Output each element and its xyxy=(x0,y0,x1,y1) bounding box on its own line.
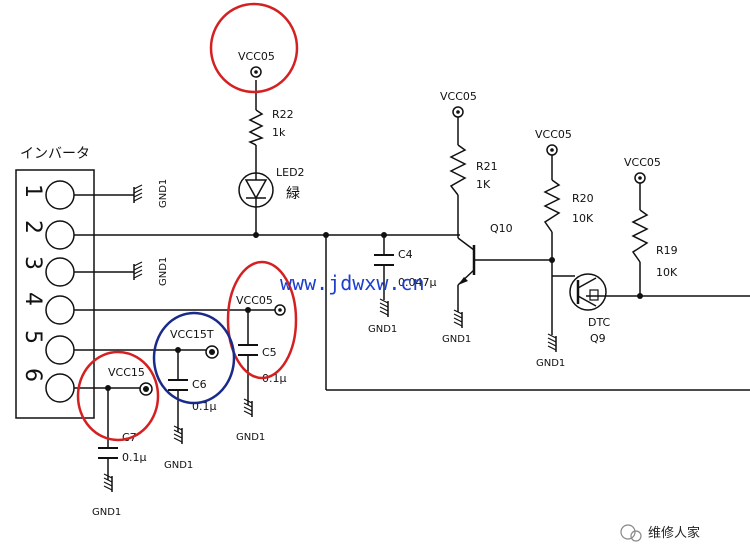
connector-pin-5: 5 xyxy=(20,330,75,365)
vcc15t-terminal: VCC15T xyxy=(170,328,219,359)
svg-text:1k: 1k xyxy=(272,126,286,139)
capacitor-c4: C4 0.047μ xyxy=(374,248,437,289)
wires xyxy=(74,80,750,448)
svg-text:GND1: GND1 xyxy=(158,257,169,286)
capacitor-c6: C6 0.1μ xyxy=(168,378,217,432)
vcc05-terminal-r21: VCC05 xyxy=(440,90,477,118)
svg-text:6: 6 xyxy=(20,368,45,382)
svg-text:VCC05: VCC05 xyxy=(535,128,572,141)
svg-text:C6: C6 xyxy=(192,378,207,391)
svg-text:3: 3 xyxy=(20,256,45,270)
svg-text:1: 1 xyxy=(20,184,45,198)
svg-text:C4: C4 xyxy=(398,248,413,261)
vcc05-terminal-r19: VCC05 xyxy=(624,156,661,184)
svg-text:DTC: DTC xyxy=(588,316,611,329)
resistor-r19: R19 10K xyxy=(631,209,678,279)
vcc05-terminal-r20: VCC05 xyxy=(535,128,572,156)
resistor-r20: R20 10K xyxy=(543,179,594,233)
svg-text:Q9: Q9 xyxy=(590,332,606,345)
svg-text:GND1: GND1 xyxy=(536,358,565,369)
connector-pin-2: 2 xyxy=(20,220,75,250)
svg-text:10K: 10K xyxy=(572,212,594,225)
svg-text:GND1: GND1 xyxy=(368,324,397,335)
svg-text:LED2: LED2 xyxy=(276,166,305,179)
inverter-connector: インバータ 1 2 3 4 5 6 xyxy=(15,146,95,419)
svg-text:R20: R20 xyxy=(572,192,594,205)
svg-text:VCC05: VCC05 xyxy=(236,294,273,307)
svg-text:C5: C5 xyxy=(262,346,277,359)
capacitor-c5: C5 0.1μ xyxy=(238,344,287,405)
capacitor-c7: C7 0.1μ xyxy=(98,431,147,480)
highlight-vcc05-pin4 xyxy=(226,260,298,380)
svg-text:R19: R19 xyxy=(656,244,678,257)
svg-text:2: 2 xyxy=(20,220,45,234)
connector-pin-3: 3 xyxy=(20,256,75,287)
svg-text:GND1: GND1 xyxy=(92,507,121,518)
svg-text:4: 4 xyxy=(20,292,45,306)
gnd-pin3: GND1 xyxy=(133,257,169,286)
gnd-c4: GND1 xyxy=(368,298,397,335)
vcc05-terminal-pin4: VCC05 xyxy=(236,294,286,316)
highlight-vcc05-led xyxy=(209,2,299,94)
gnd-c5: GND1 xyxy=(236,398,265,443)
svg-text:R22: R22 xyxy=(272,108,294,121)
svg-text:GND1: GND1 xyxy=(158,179,169,208)
gnd-q10: GND1 xyxy=(442,309,471,345)
svg-text:GND1: GND1 xyxy=(236,432,265,443)
svg-text:维修人家: 维修人家 xyxy=(648,525,700,541)
svg-text:VCC15: VCC15 xyxy=(108,366,145,379)
svg-text:VCC05: VCC05 xyxy=(624,156,661,169)
vcc15-terminal: VCC15 xyxy=(108,366,153,396)
svg-text:緑: 緑 xyxy=(286,186,300,202)
svg-text:0.1μ: 0.1μ xyxy=(122,451,147,464)
svg-text:1K: 1K xyxy=(476,178,491,191)
gnd-q9: GND1 xyxy=(536,333,565,369)
svg-text:GND1: GND1 xyxy=(442,334,471,345)
svg-text:VCC05: VCC05 xyxy=(440,90,477,103)
transistor-q10: Q10 xyxy=(458,222,513,285)
svg-text:0.1μ: 0.1μ xyxy=(262,372,287,385)
junctions xyxy=(105,232,643,391)
svg-text:0.047μ: 0.047μ xyxy=(398,276,437,289)
led2: LED2 緑 xyxy=(238,166,305,208)
svg-text:5: 5 xyxy=(20,330,45,344)
svg-text:VCC15T: VCC15T xyxy=(170,328,214,341)
gnd-c6: GND1 xyxy=(164,425,193,471)
highlight-vcc15 xyxy=(76,350,160,442)
wechat-icon xyxy=(620,524,636,540)
svg-text:GND1: GND1 xyxy=(164,460,193,471)
watermark-url: www.jdwxw.cn xyxy=(280,271,425,295)
vcc05-terminal-led: VCC05 xyxy=(238,50,275,78)
svg-text:10K: 10K xyxy=(656,266,678,279)
connector-pin-1: 1 xyxy=(20,180,75,210)
gnd-pin1: GND1 xyxy=(133,179,169,208)
svg-text:Q10: Q10 xyxy=(490,222,513,235)
resistor-r22: R22 1k xyxy=(248,108,294,146)
connector-title: インバータ xyxy=(20,146,90,162)
connector-pin-4: 4 xyxy=(20,292,75,325)
resistor-r21: R21 1K xyxy=(449,144,498,196)
transistor-q9: DTC Q9 xyxy=(569,273,611,345)
connector-pin-6: 6 xyxy=(20,368,75,403)
highlight-vcc15t xyxy=(152,311,236,405)
svg-text:VCC05: VCC05 xyxy=(238,50,275,63)
svg-text:R21: R21 xyxy=(476,160,498,173)
watermark-brand: 维修人家 xyxy=(620,524,700,542)
gnd-c7: GND1 xyxy=(92,473,121,518)
